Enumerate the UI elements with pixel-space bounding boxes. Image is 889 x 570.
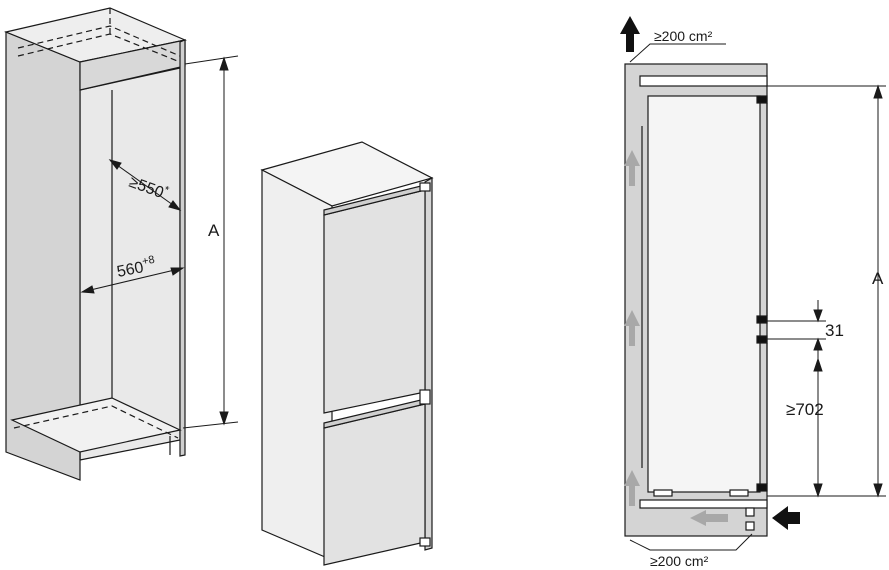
fridge-appliance bbox=[260, 141, 434, 566]
vent-top-label: ≥200 cm² bbox=[654, 28, 713, 44]
lower-min-label: ≥702 bbox=[786, 400, 824, 419]
vent-leaders bbox=[629, 43, 753, 551]
fridge-right-edge bbox=[424, 176, 433, 551]
width-dimension bbox=[80, 267, 185, 294]
gap-label: 31 bbox=[825, 321, 844, 340]
section-hinge-mid-lower bbox=[756, 335, 768, 344]
fridge-left-side bbox=[261, 169, 333, 561]
depth-dimension bbox=[108, 159, 182, 211]
height-dimension-left bbox=[182, 55, 239, 429]
fridge-lower-door bbox=[323, 403, 426, 566]
cabinet-bottom-shelf bbox=[10, 397, 182, 453]
air-arrow-icon bbox=[690, 510, 728, 526]
section-hinge-top bbox=[756, 95, 768, 104]
lower-dimension bbox=[813, 339, 823, 498]
width-label: 560+8 bbox=[115, 254, 157, 281]
fridge-hinge-top bbox=[419, 182, 431, 192]
cabinet-niche bbox=[4, 7, 187, 481]
height-dimension-right bbox=[767, 84, 886, 498]
air-arrow-icon bbox=[624, 150, 640, 186]
cabinet-hidden-top bbox=[17, 25, 181, 57]
section-appliance-body bbox=[647, 95, 761, 493]
airflow-arrows bbox=[620, 16, 800, 530]
cabinet-right-edge bbox=[179, 39, 186, 457]
fridge-upper-door bbox=[323, 189, 426, 414]
gap-dimension bbox=[767, 300, 826, 356]
side-section bbox=[624, 63, 768, 537]
height-label-left: A bbox=[208, 221, 220, 240]
air-arrow-icon bbox=[624, 310, 640, 346]
fridge-hinge-bottom bbox=[419, 537, 431, 547]
height-label-right: A bbox=[872, 269, 884, 288]
air-arrow-icon bbox=[624, 470, 640, 506]
section-hinge-bottom bbox=[756, 483, 768, 492]
section-top-shelf bbox=[639, 75, 768, 87]
cabinet-hidden-bottom bbox=[13, 405, 179, 439]
fridge-hinge-mid bbox=[419, 389, 431, 405]
intake-arrow-icon bbox=[772, 506, 800, 530]
section-bottom-plinth bbox=[639, 499, 768, 509]
air-rise-arrows bbox=[624, 150, 728, 526]
vent-bottom-label: ≥200 cm² bbox=[650, 553, 709, 569]
exhaust-arrow-icon bbox=[620, 16, 640, 52]
section-hinge-mid-upper bbox=[756, 315, 768, 324]
